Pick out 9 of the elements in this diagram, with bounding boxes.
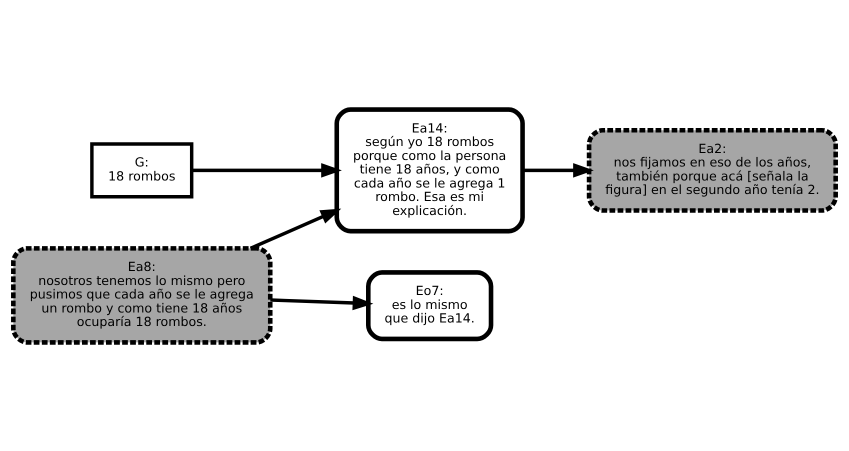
- node-box: Ea8: nosotros tenemos lo mismo pero pusimos que cada año se le agrega un rombo y como tiene 18 años ocuparía 18 rombos.: [11, 246, 273, 344]
- arrow: [270, 295, 374, 310]
- arrow: [250, 208, 342, 250]
- node-box: G: 18 rombos: [90, 142, 194, 198]
- arrow: [522, 162, 594, 178]
- arrow: [192, 162, 342, 178]
- node-box: Ea2: nos fijamos en eso de los años, también porque acá [señala la figura] en el segundo año tenía 2.: [586, 127, 838, 212]
- node-box: Ea14: según yo 18 rombos porque como la persona tiene 18 años, y como cada año se le agrega 1 rombo. Esa es mi explicación.: [334, 106, 525, 233]
- node-box: Eo7: es lo mismo que dijo Ea14.: [366, 270, 494, 341]
